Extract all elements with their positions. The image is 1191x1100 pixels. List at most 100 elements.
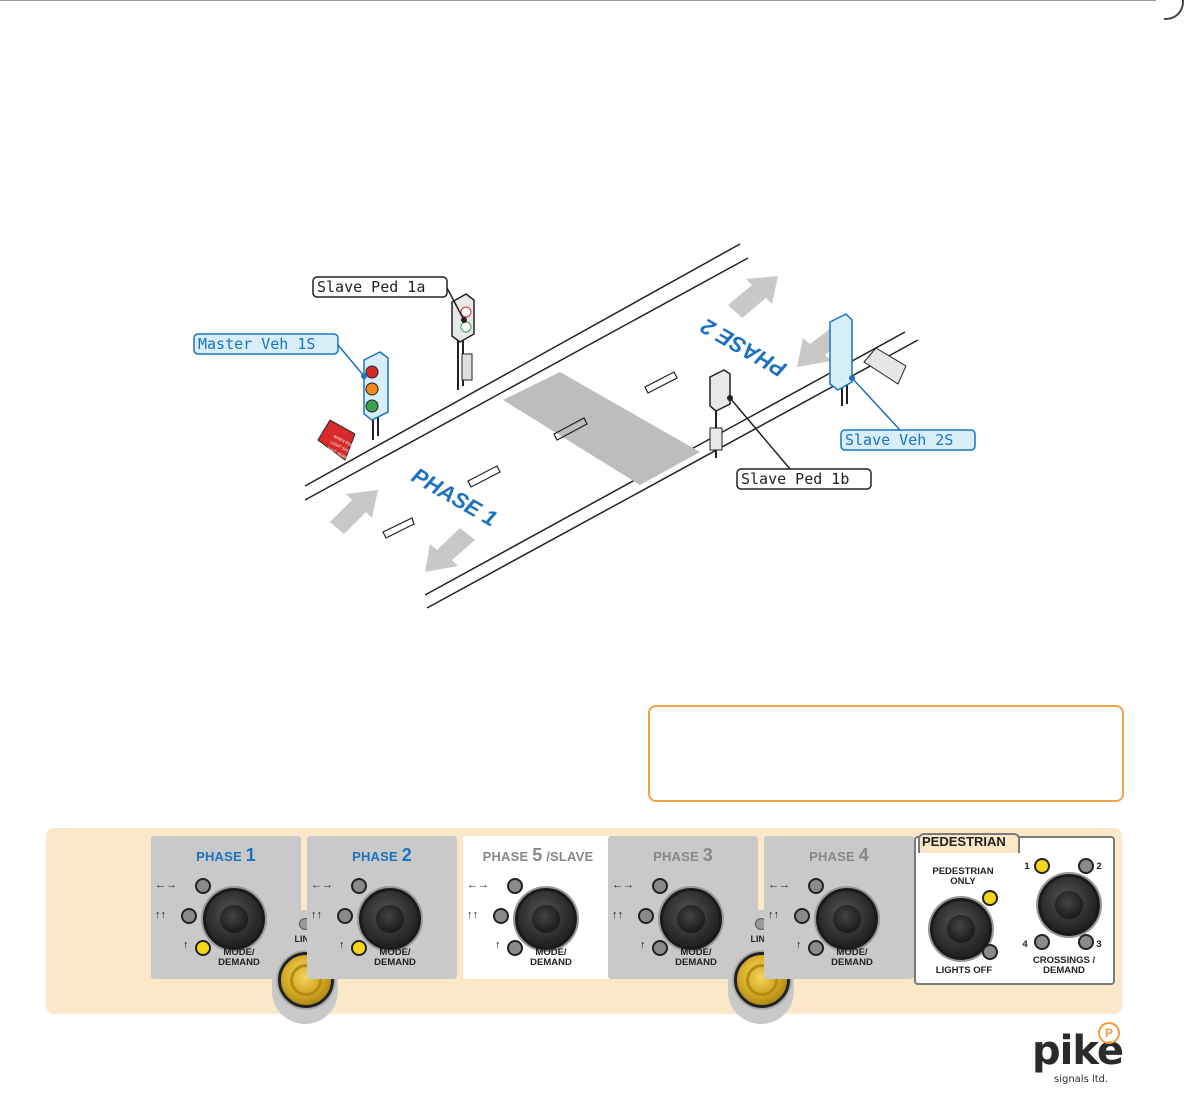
mode-led-double <box>794 908 810 924</box>
direction-arrow <box>728 276 778 318</box>
link-button-1[interactable]: LINK <box>272 910 338 1024</box>
single-up-arrow-icon: ↑ <box>640 939 646 951</box>
lights-off-label: LIGHTS OFF <box>935 965 993 976</box>
both-ways-arrow-icon: ←→ <box>768 879 790 891</box>
mode-demand-label: MODE/ DEMAND <box>675 947 717 968</box>
master-veh-1s-callout: Master Veh 1S <box>193 333 367 379</box>
mode-led-both <box>808 878 824 894</box>
lane-dash <box>382 517 415 539</box>
phase-2-mode-knob[interactable] <box>359 888 421 950</box>
phase-1-mode-knob[interactable] <box>203 888 265 950</box>
single-up-arrow-icon: ↑ <box>339 939 345 951</box>
pedestrian-crossing <box>503 372 700 485</box>
both-ways-arrow-icon: ←→ <box>467 879 489 891</box>
crossing-number: 2 <box>1096 861 1102 872</box>
double-up-arrow-icon: ↑↑ <box>467 909 478 921</box>
lane-dash <box>467 465 501 488</box>
phase-4-mode-knob[interactable] <box>816 888 878 950</box>
direction-arrow <box>330 490 378 534</box>
pedestrian-card: PEDESTRIAN ONLY LIGHTS OFF 1 2 3 4 CROSS… <box>914 836 1115 985</box>
double-up-arrow-icon: ↑↑ <box>155 909 166 921</box>
mode-led-double <box>493 908 509 924</box>
slave-ped-1a-callout: Slave Ped 1a <box>312 276 467 323</box>
mode-led-both <box>652 878 668 894</box>
phase-1-road-label: PHASE 1 <box>408 463 502 532</box>
slave-ped-1b-label: Slave Ped 1b <box>741 470 849 488</box>
phase-3-title: PHASE 3 <box>653 845 713 865</box>
phase-2-road-label: PHASE 2 <box>696 313 791 382</box>
pedestrian-mode-knob[interactable] <box>930 898 992 960</box>
mode-led-double <box>337 908 353 924</box>
crossing-number: 1 <box>1024 861 1030 872</box>
link-button-cap[interactable] <box>734 952 790 1008</box>
mode-demand-label: MODE/ DEMAND <box>218 947 260 968</box>
phase-1-title: PHASE 1 <box>196 845 256 865</box>
single-up-arrow-icon: ↑ <box>796 939 802 951</box>
crossing-led-4 <box>1034 934 1050 950</box>
phase-5-card: PHASE 5 /SLAVE ←→ ↑↑ ↑ MODE/ DEMAND <box>463 836 613 979</box>
crossing-led-3 <box>1078 934 1094 950</box>
phase-2-card: PHASE 2 ←→ ↑↑ ↑ MODE/ DEMAND <box>307 836 457 979</box>
slave-veh-2s-callout: Slave Veh 2S <box>840 375 976 451</box>
lane-dash <box>644 371 678 394</box>
note-box <box>648 705 1124 802</box>
pike-logo: pike P signals ltd. <box>1032 1022 1124 1085</box>
master-veh-1s-label: Master Veh 1S <box>198 335 315 353</box>
double-up-arrow-icon: ↑↑ <box>311 909 322 921</box>
pedestrian-tab <box>918 833 1020 853</box>
link-label: LINK <box>750 934 772 944</box>
phase-3-mode-knob[interactable] <box>660 888 722 950</box>
slave-veh-2s-label: Slave Veh 2S <box>845 431 953 449</box>
crossings-demand-label: CROSSINGS / DEMAND <box>1032 955 1096 976</box>
mode-led-both <box>351 878 367 894</box>
road-edge <box>304 243 741 487</box>
crossing-number: 4 <box>1022 939 1028 950</box>
lights-off-led <box>982 944 998 960</box>
direction-arrow <box>425 528 475 572</box>
crossings-demand-knob[interactable] <box>1038 874 1100 936</box>
single-up-arrow-icon: ↑ <box>183 939 189 951</box>
pedestrian-only-led <box>982 890 998 906</box>
mode-led-single <box>808 940 824 956</box>
lane-dash <box>553 417 588 441</box>
slave-ped-1a-signal <box>451 293 475 390</box>
phase-2-title: PHASE 2 <box>352 845 412 865</box>
both-ways-arrow-icon: ←→ <box>155 879 177 891</box>
mode-demand-label: MODE/ DEMAND <box>530 947 572 968</box>
mode-led-single <box>351 940 367 956</box>
logo-subtitle: signals ltd. <box>1054 1074 1109 1085</box>
slave-ped-1b-callout: Slave Ped 1b <box>727 395 872 490</box>
mode-led-both <box>507 878 523 894</box>
single-up-arrow-icon: ↑ <box>495 939 501 951</box>
pedestrian-only-label: PEDESTRIAN ONLY <box>932 866 994 887</box>
junction-diagram: PHASE 1 PHASE 2 WHEN RED LIGHT SHOWS WAI… <box>193 243 976 609</box>
mode-demand-label: MODE/ DEMAND <box>374 947 416 968</box>
mode-led-double <box>638 908 654 924</box>
both-ways-arrow-icon: ←→ <box>612 879 634 891</box>
wait-here-sign: WHEN RED LIGHT SHOWS WAIT HERE <box>317 419 357 461</box>
control-panel: PHASE 1 ←→ ↑↑ ↑ MODE/ DEMAND LINK PHASE … <box>46 828 1122 1024</box>
phase-5-mode-knob[interactable] <box>515 888 577 950</box>
phase-5-title: PHASE 5 /SLAVE <box>482 845 594 865</box>
crossing-number: 3 <box>1096 939 1102 950</box>
slave-ped-1a-label: Slave Ped 1a <box>317 278 425 296</box>
mode-led-double <box>181 908 197 924</box>
road-edge <box>304 257 749 501</box>
both-ways-arrow-icon: ←→ <box>311 879 333 891</box>
mode-led-single <box>507 940 523 956</box>
logo-mark-icon: P <box>1098 1022 1120 1044</box>
phase-4-card: PHASE 4 ←→ ↑↑ ↑ MODE/ DEMAND <box>764 836 914 979</box>
mode-led-both <box>195 878 211 894</box>
master-vehicle-signal <box>363 351 389 440</box>
crossing-led-2 <box>1078 858 1094 874</box>
mode-led-single <box>652 940 668 956</box>
pedestrian-title: PEDESTRIAN <box>922 834 1006 849</box>
mode-led-single <box>195 940 211 956</box>
double-up-arrow-icon: ↑↑ <box>768 909 779 921</box>
link-button-cap[interactable] <box>278 952 334 1008</box>
slave-ped-1b-signal <box>709 369 731 458</box>
link-label: LINK <box>294 934 316 944</box>
top-rule <box>0 0 1156 1</box>
phase-4-title: PHASE 4 <box>809 845 869 865</box>
slave-vehicle-2s-signal <box>829 313 907 406</box>
